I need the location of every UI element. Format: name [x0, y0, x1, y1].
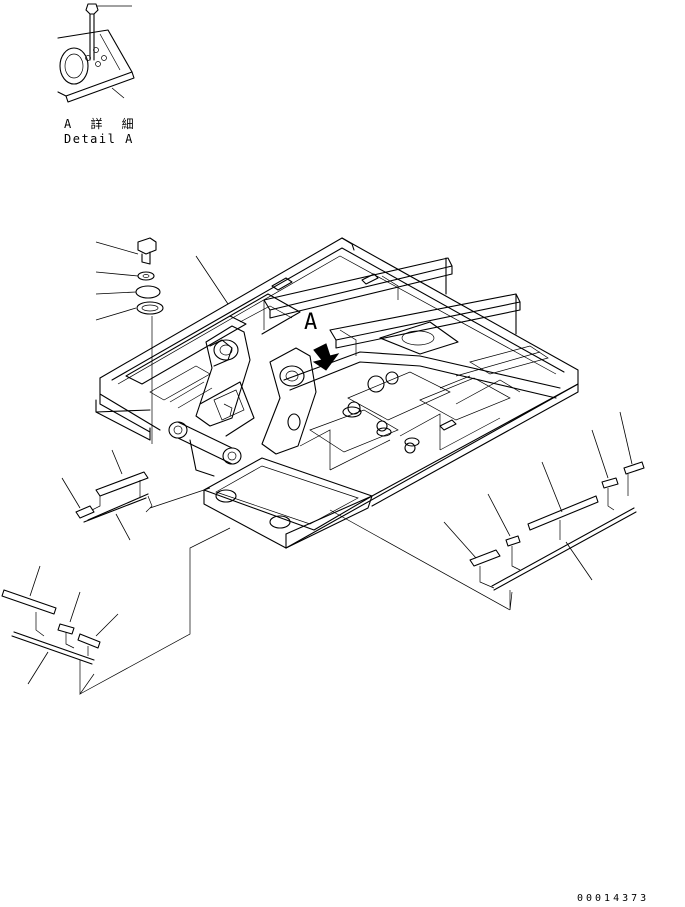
shim-group-left-bottom [1, 527, 231, 696]
shim-group-left-middle [61, 449, 211, 541]
shim-group-right [329, 411, 645, 611]
detail-label-japanese: A 詳 細 [64, 117, 140, 131]
detail-label-english: Detail A [64, 132, 134, 146]
revolving-frame [95, 237, 579, 549]
bolt-stack [95, 237, 229, 444]
view-marker-label: A [304, 310, 318, 335]
detail-a-view [57, 3, 135, 103]
drawing-number: 00014373 [577, 893, 650, 904]
view-arrow-a [312, 343, 340, 371]
